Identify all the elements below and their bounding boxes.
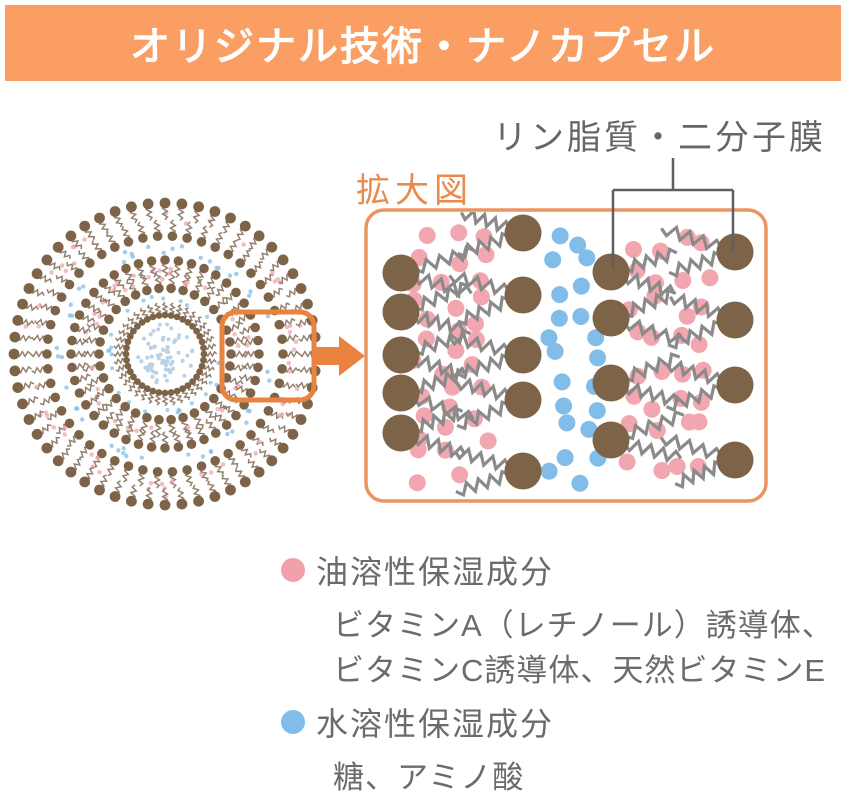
magnified-view-contents	[382, 212, 754, 498]
membrane-bracket	[611, 158, 735, 268]
zoom-arrow-icon	[314, 336, 365, 376]
oil-soluble-dot-icon	[281, 558, 305, 582]
magnified-view-label: 拡大図	[356, 172, 473, 210]
title-banner: オリジナル技術・ナノカプセル	[5, 5, 841, 81]
oil-soluble-ingredients-line2: ビタミンC誘導体、天然ビタミンE	[333, 653, 827, 688]
oil-soluble-label: 油溶性保湿成分	[316, 554, 555, 590]
water-soluble-dot-icon	[281, 710, 305, 734]
legend-item-oil: 油溶性保湿成分	[281, 547, 554, 593]
capsule-cross-section	[8, 197, 322, 511]
legend-item-water: 水溶性保湿成分	[281, 699, 554, 745]
water-soluble-ingredients-line1: 糖、アミノ酸	[333, 760, 525, 793]
page-title: オリジナル技術・ナノカプセル	[130, 25, 716, 69]
membrane-label: リン脂質・二分子膜	[493, 119, 826, 157]
water-soluble-label: 水溶性保湿成分	[316, 706, 555, 742]
oil-soluble-ingredients-line1: ビタミンA（レチノール）誘導体、	[333, 608, 834, 643]
